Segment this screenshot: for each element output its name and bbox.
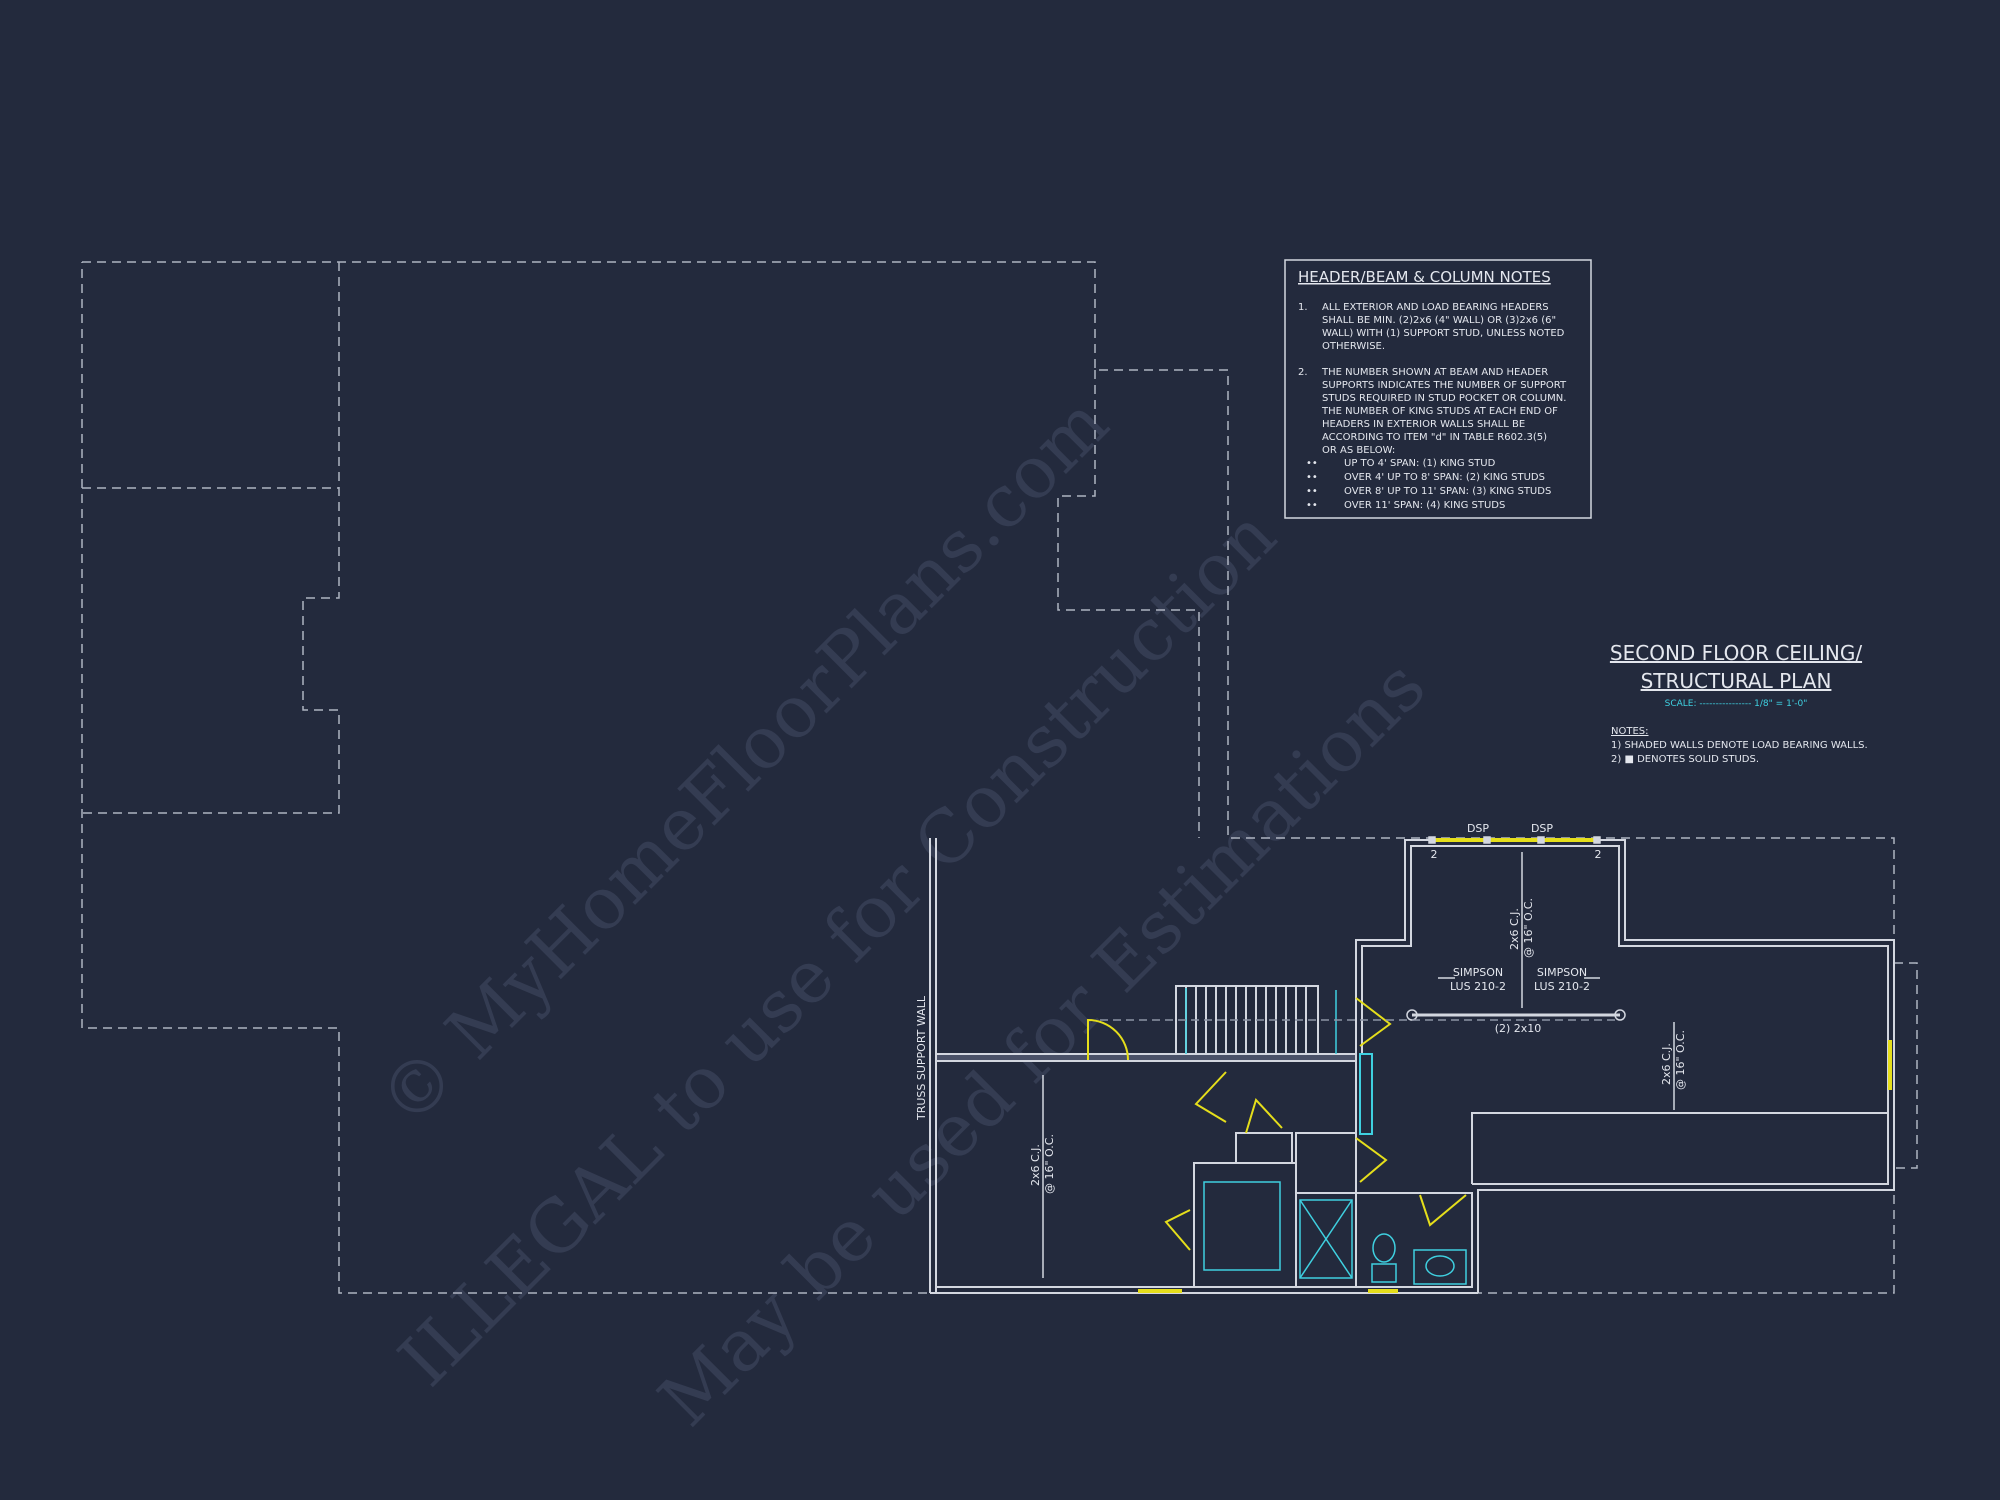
bullet-glyph: •• xyxy=(1306,486,1318,497)
bullet-glyph: •• xyxy=(1306,458,1318,469)
stud-count-right: 2 xyxy=(1595,848,1602,861)
king-stud-rule: OVER 4' UP TO 8' SPAN: (2) KING STUDS xyxy=(1344,472,1545,483)
note-1-number: 1. xyxy=(1298,302,1308,313)
dsp-right-label: DSP xyxy=(1531,822,1553,835)
plan-note: 2) ■ DENOTES SOLID STUDS. xyxy=(1611,754,1759,765)
stud-count-left: 2 xyxy=(1431,848,1438,861)
note-1-line: ALL EXTERIOR AND LOAD BEARING HEADERS xyxy=(1322,302,1549,313)
simpson-hanger-right-model: LUS 210-2 xyxy=(1534,980,1590,993)
simpson-hanger-right: SIMPSON xyxy=(1537,966,1587,979)
plan-note: 1) SHADED WALLS DENOTE LOAD BEARING WALL… xyxy=(1611,740,1868,751)
dsp-left-label: DSP xyxy=(1467,822,1489,835)
ceiling-joist-top-spacing: @ 16" O.C. xyxy=(1522,898,1535,958)
plan-notes-heading: NOTES: xyxy=(1611,726,1649,737)
simpson-hanger-left-model: LUS 210-2 xyxy=(1450,980,1506,993)
doors-and-windows xyxy=(1087,838,1892,1293)
watermark: © MyHomeFloorPlans.com ILLEGAL to use fo… xyxy=(363,380,1442,1442)
ceiling-joist-right: 2x6 C.J. xyxy=(1660,1043,1673,1085)
note-1-line: WALL) WITH (1) SUPPORT STUD, UNLESS NOTE… xyxy=(1322,328,1565,339)
simpson-hanger-left: SIMPSON xyxy=(1453,966,1503,979)
plan-scale: SCALE: ---------------- 1/8" = 1'-0" xyxy=(1665,699,1808,709)
plan-title-line-1: SECOND FLOOR CEILING/ xyxy=(1610,641,1862,665)
king-stud-rule: OVER 11' SPAN: (4) KING STUDS xyxy=(1344,500,1505,511)
king-stud-rule: OVER 8' UP TO 11' SPAN: (3) KING STUDS xyxy=(1344,486,1551,497)
note-2-line: THE NUMBER OF KING STUDS AT EACH END OF xyxy=(1321,406,1558,417)
note-2-number: 2. xyxy=(1298,367,1308,378)
note-1-line: OTHERWISE. xyxy=(1322,341,1385,352)
note-2-line: SUPPORTS INDICATES THE NUMBER OF SUPPORT xyxy=(1322,380,1567,391)
bullet-glyph: •• xyxy=(1306,472,1318,483)
note-2-line: ACCORDING TO ITEM "d" IN TABLE R602.3(5) xyxy=(1322,432,1547,443)
beam-and-dimensions xyxy=(1042,836,1675,1278)
ceiling-joist-top: 2x6 C.J. xyxy=(1508,908,1521,950)
note-2-line: OR AS BELOW: xyxy=(1322,445,1395,456)
beam-label: (2) 2x10 xyxy=(1495,1022,1542,1035)
note-2-line: STUDS REQUIRED IN STUD POCKET OR COLUMN. xyxy=(1322,393,1566,404)
plumbing-fixtures xyxy=(1185,988,1467,1285)
ceiling-joist-right-spacing: @ 16" O.C. xyxy=(1674,1030,1687,1090)
notes-box-title: HEADER/BEAM & COLUMN NOTES xyxy=(1298,268,1551,286)
header-beam-column-notes: HEADER/BEAM & COLUMN NOTES 1. ALL EXTERI… xyxy=(1284,259,1592,519)
plan-title-line-2: STRUCTURAL PLAN xyxy=(1641,669,1832,693)
ceiling-joist-left: 2x6 C.J. xyxy=(1029,1144,1042,1186)
king-stud-rule: UP TO 4' SPAN: (1) KING STUD xyxy=(1344,458,1496,469)
lower-floor-outline xyxy=(81,261,1918,1294)
truss-support-wall-label: TRUSS SUPPORT WALL xyxy=(915,995,928,1121)
note-2-line: THE NUMBER SHOWN AT BEAM AND HEADER xyxy=(1321,367,1548,378)
plan-labels: DSP DSP 2 2 2x6 C.J. @ 16" O.C. 2x6 C.J.… xyxy=(915,822,1687,1194)
plan-title-block: SECOND FLOOR CEILING/ STRUCTURAL PLAN SC… xyxy=(1610,641,1868,765)
ceiling-joist-left-spacing: @ 16" O.C. xyxy=(1043,1134,1056,1194)
note-1-line: SHALL BE MIN. (2)2x6 (4" WALL) OR (3)2x6… xyxy=(1322,315,1556,326)
note-2-line: HEADERS IN EXTERIOR WALLS SHALL BE xyxy=(1322,419,1525,430)
bullet-glyph: •• xyxy=(1306,500,1318,511)
